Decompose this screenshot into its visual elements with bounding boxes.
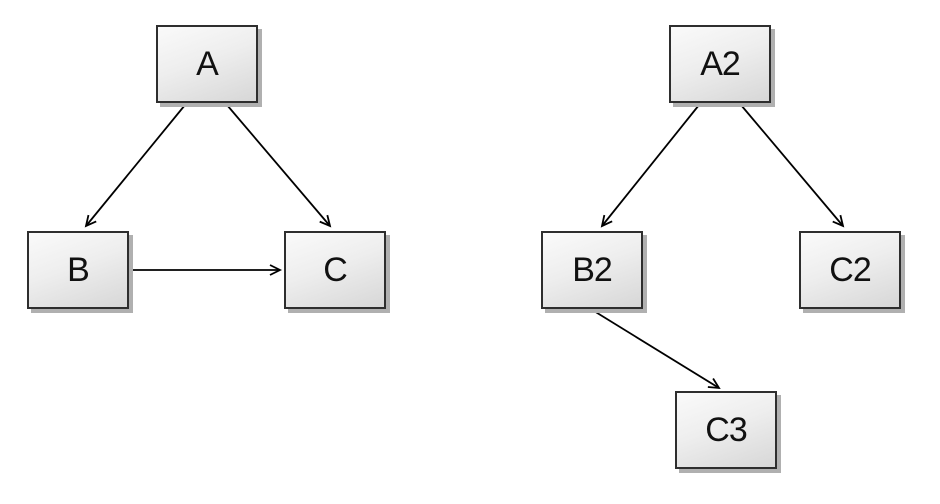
node-C3-label: C3 [705,411,747,449]
node-C-label: C [323,251,348,289]
edge-B2-C3 [593,310,721,390]
node-C2: C2 [799,231,901,309]
node-B-label: B [67,251,90,289]
node-A-label: A [196,45,219,83]
edge-A-C [226,104,332,228]
node-C3: C3 [675,391,777,469]
node-C: C [284,231,386,309]
node-B2-label: B2 [572,251,613,289]
node-B2: B2 [541,231,643,309]
edge-A2-C2 [740,104,845,228]
node-A2: A2 [669,25,771,103]
node-C2-label: C2 [829,251,871,289]
node-A2-label: A2 [700,45,741,83]
edge-A2-B2 [600,104,700,228]
edge-A-B [84,104,186,228]
node-A: A [156,25,258,103]
node-B: B [27,231,129,309]
